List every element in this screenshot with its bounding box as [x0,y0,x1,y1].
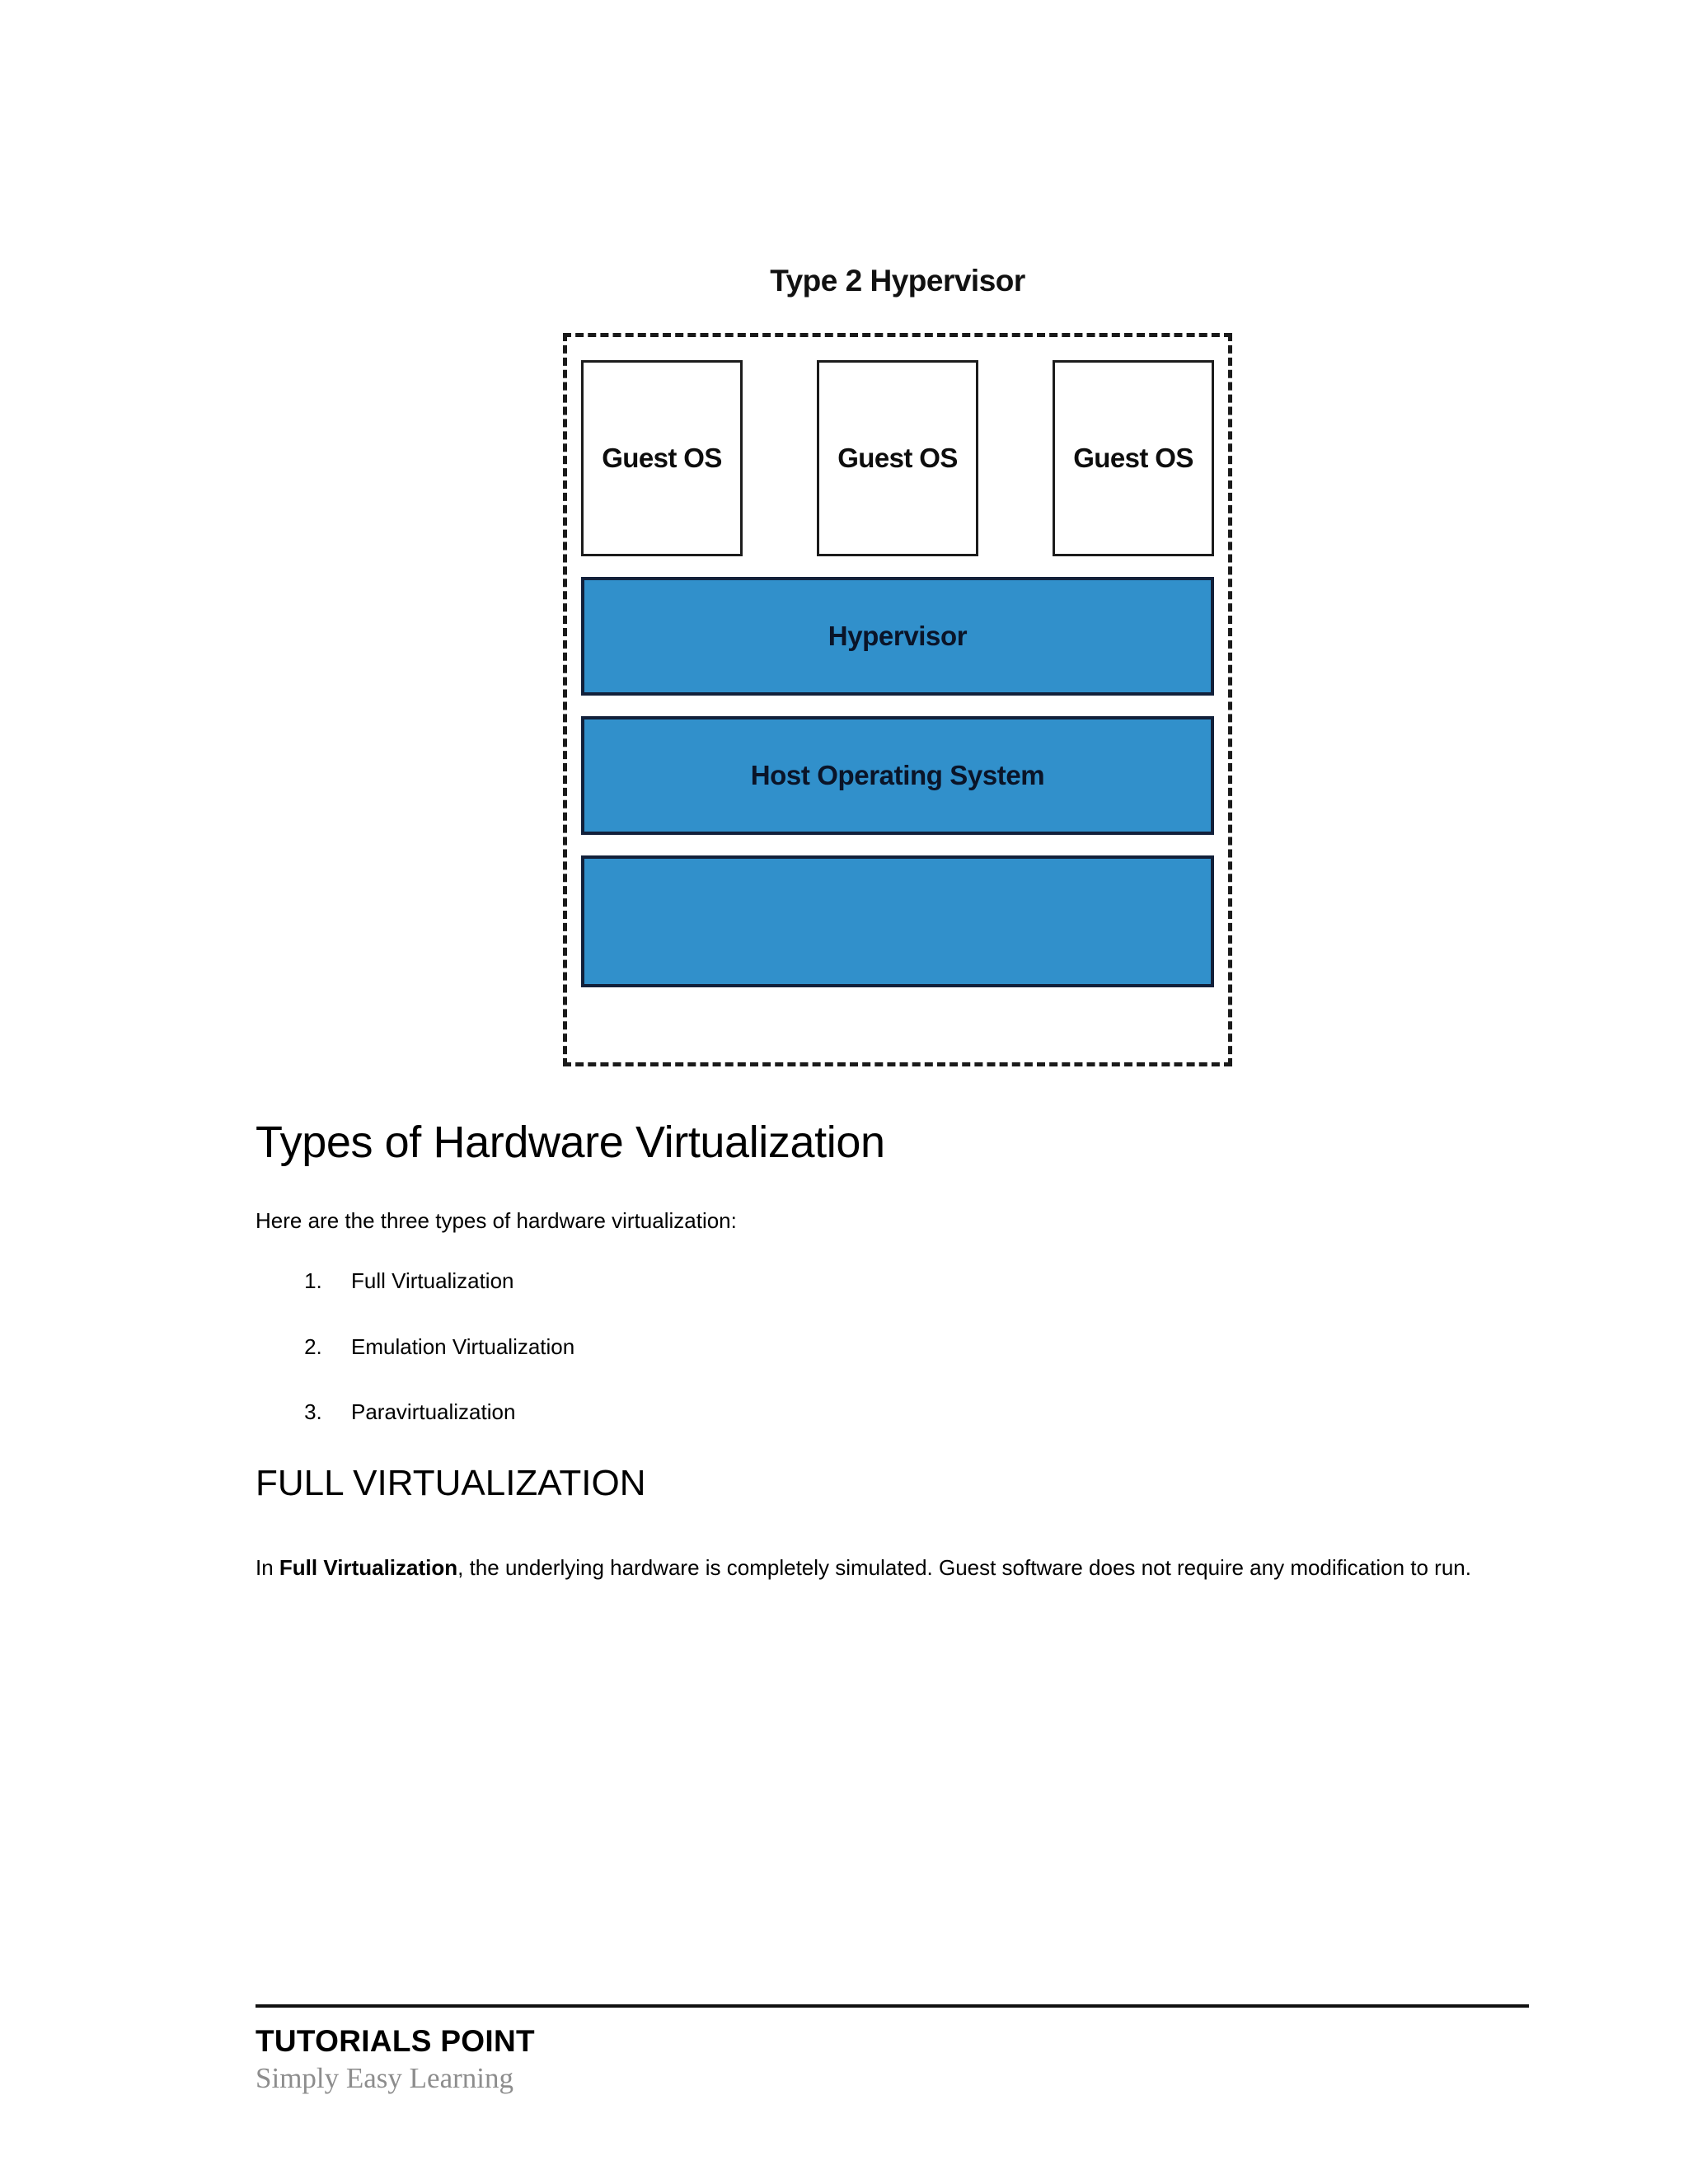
host-operating-system-layer: Host Operating System [581,716,1214,835]
guest-os-box: Guest OS [1053,360,1214,556]
page-title: Types of Hardware Virtualization [256,1118,885,1167]
guest-os-box: Guest OS [817,360,978,556]
diagram-title: Type 2 Hypervisor [770,264,1025,298]
list-item: Full Virtualization [328,1266,1525,1296]
footer-divider [256,2004,1529,2008]
hypervisor-layer: Hypervisor [581,577,1214,696]
paragraph-rest: , the underlying hardware is completely … [457,1554,1471,1580]
paragraph-lead: In [256,1554,279,1580]
intro-paragraph: Here are the three types of hardware vir… [256,1207,737,1233]
page-content: Types of Hardware Virtualization Here ar… [256,1117,1525,1583]
hypervisor-diagram: Type 2 Hypervisor Guest OS Guest OS Gues… [563,264,1232,1066]
subsection-title: FULL VIRTUALIZATION [256,1462,646,1503]
full-virtualization-paragraph: In Full Virtualization, the underlying h… [256,1552,1525,1583]
guest-os-row: Guest OS Guest OS Guest OS [581,360,1214,556]
virtualization-types-list: Full Virtualization Emulation Virtualiza… [256,1266,1525,1427]
hardware-layer [581,855,1214,987]
list-item: Emulation Virtualization [328,1332,1525,1361]
guest-os-box: Guest OS [581,360,743,556]
paragraph-bold-term: Full Virtualization [279,1554,458,1580]
footer-tagline: Simply Easy Learning [256,2062,514,2094]
page-footer: TUTORIALS POINT Simply Easy Learning [256,2004,1529,2095]
diagram-dashed-frame: Guest OS Guest OS Guest OS Hypervisor Ho… [563,333,1232,1066]
footer-brand: TUTORIALS POINT [256,2024,535,2058]
list-item: Paravirtualization [328,1397,1525,1427]
